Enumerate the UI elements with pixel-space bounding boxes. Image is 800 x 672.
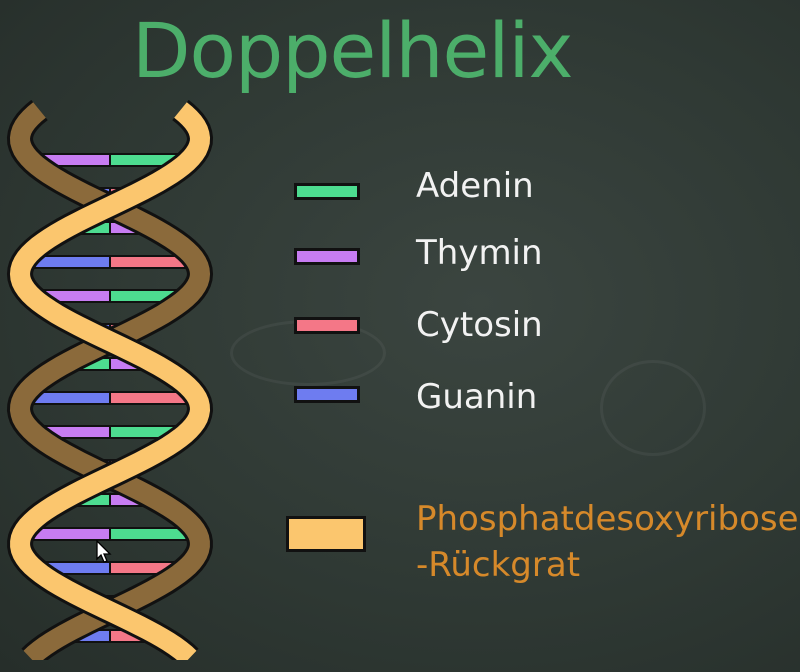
backbone-label-line1: Phosphatdesoxyribose <box>416 499 799 539</box>
legend-label-thymin: Thymin <box>416 233 543 273</box>
page-title: Doppelhelix <box>132 6 574 95</box>
legend-label-cytosin: Cytosin <box>416 305 543 345</box>
dna-helix-illustration <box>6 100 214 660</box>
legend-swatch-guanin <box>294 386 360 403</box>
mouse-cursor-icon <box>96 540 112 563</box>
backbone-strand-front-fill <box>9 102 211 660</box>
legend-swatch-thymin <box>294 248 360 265</box>
chalk-smudge <box>600 360 706 456</box>
legend-label-guanin: Guanin <box>416 377 538 417</box>
backbone-label: Phosphatdesoxyribose -Rückgrat <box>416 496 799 588</box>
backbone-label-line2: -Rückgrat <box>416 545 581 585</box>
legend-swatch-cytosin <box>294 317 360 334</box>
legend-swatch-backbone <box>286 516 366 552</box>
legend-label-adenin: Adenin <box>416 166 534 206</box>
legend-swatch-adenin <box>294 183 360 200</box>
